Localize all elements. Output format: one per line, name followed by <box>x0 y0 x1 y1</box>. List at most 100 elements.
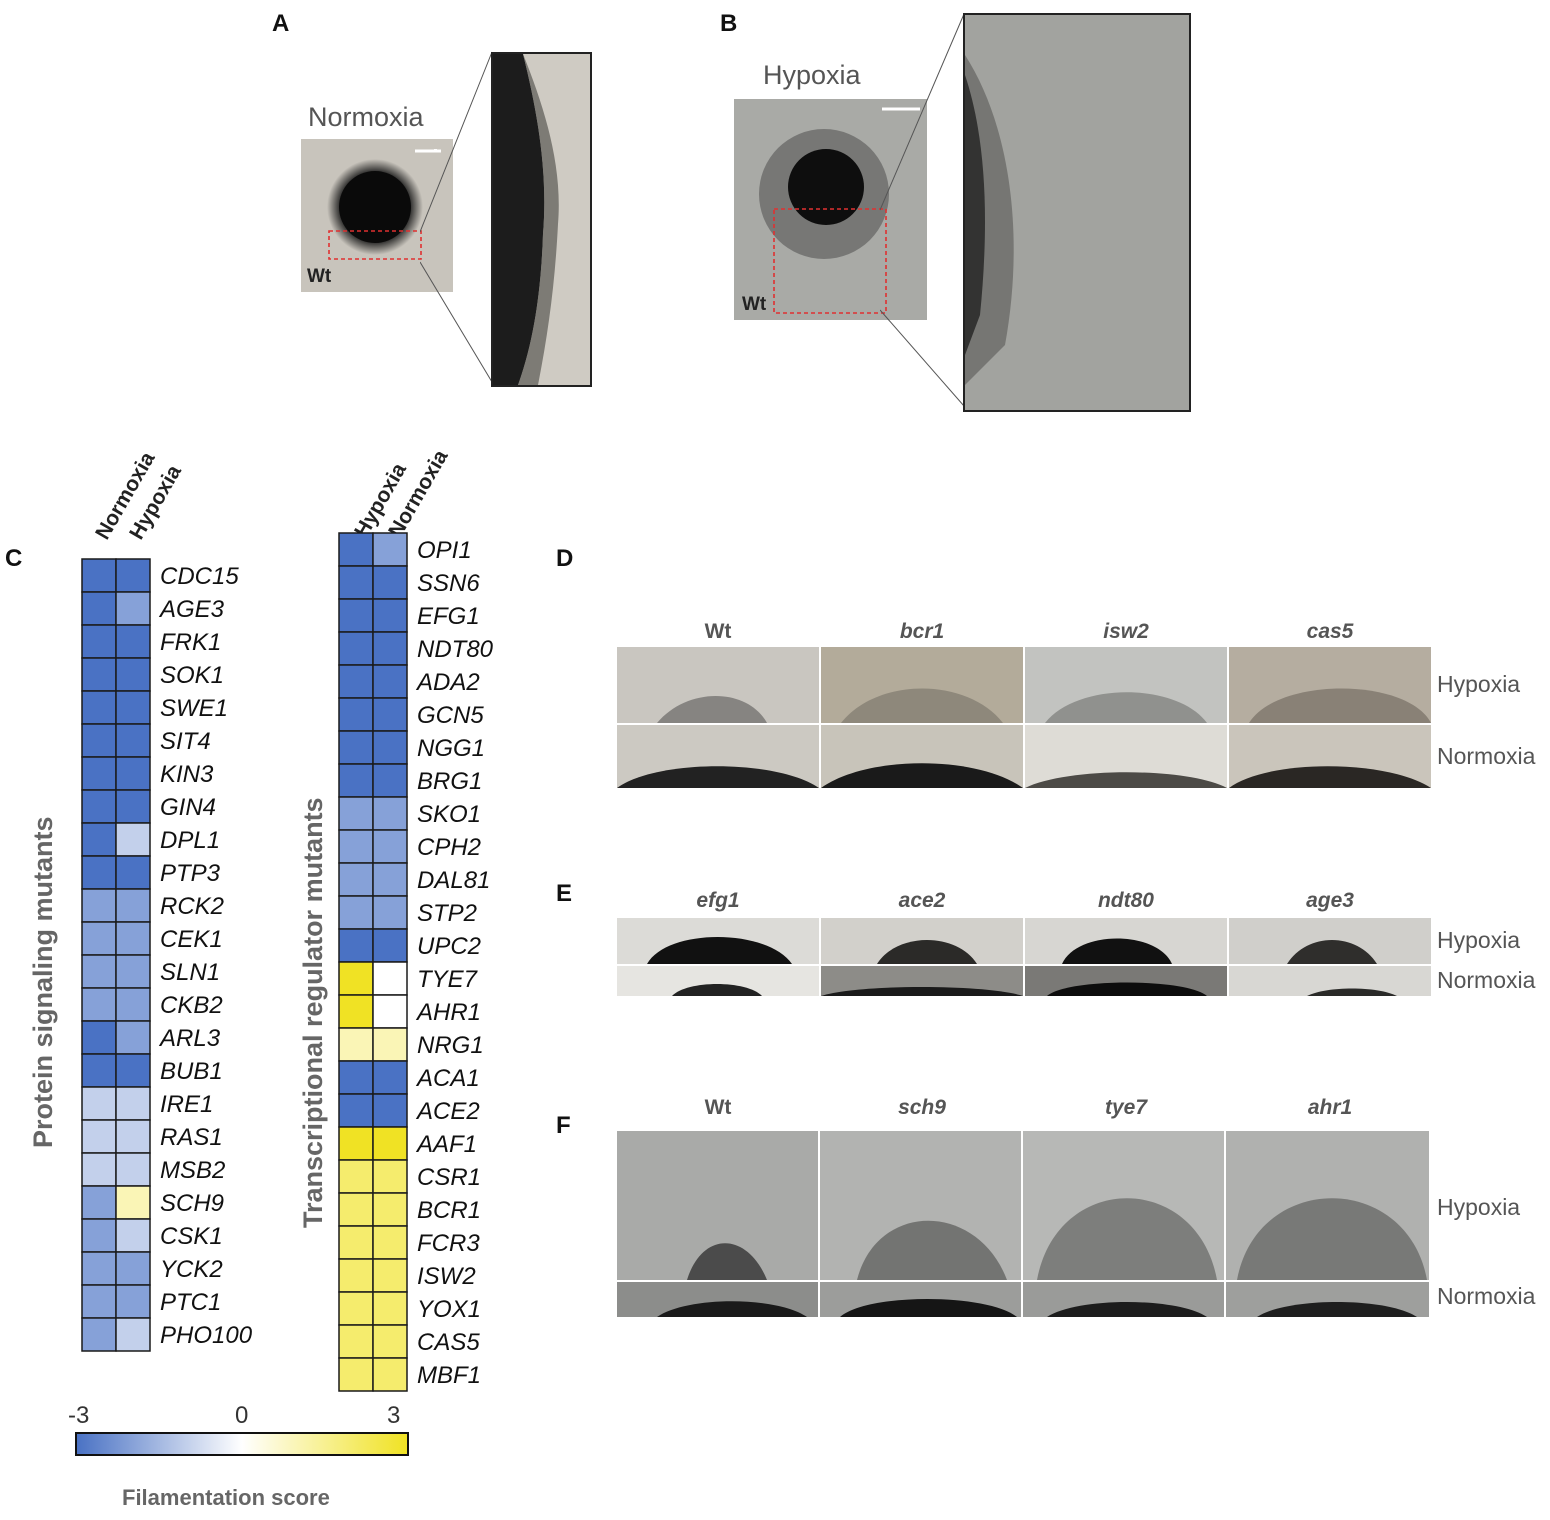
panel-d-title-0: Wt <box>704 620 732 643</box>
heatmap-cell-ptp3-normoxia <box>81 855 117 890</box>
colorbar <box>75 1432 409 1456</box>
gene-label-csr1: CSR1 <box>417 1163 482 1191</box>
gene-label-pho100: PHO100 <box>160 1321 253 1349</box>
heatmap-cell-sit4-hypoxia <box>115 723 151 758</box>
heatmap-cell-ada2-hypoxia <box>338 664 374 699</box>
heatmap-cell-dal81-hypoxia <box>338 862 374 897</box>
panel-e-title-1: ace2 <box>898 889 946 912</box>
heatmap-cell-mbf1-hypoxia <box>338 1357 374 1392</box>
gene-label-ssn6: SSN6 <box>417 569 480 597</box>
heatmap-cell-aca1-hypoxia <box>338 1060 374 1095</box>
gene-label-ace2: ACE2 <box>417 1097 480 1125</box>
heatmap-cell-sko1-hypoxia <box>338 796 374 831</box>
heatmap-cell-sko1-normoxia <box>372 796 408 831</box>
panel-b-colony-image <box>734 99 927 320</box>
heatmap-cell-isw2-hypoxia <box>338 1258 374 1293</box>
heatmap-cell-ngg1-normoxia <box>372 730 408 765</box>
gene-label-sko1: SKO1 <box>417 800 482 828</box>
heatmap-cell-kin3-hypoxia <box>115 756 151 791</box>
heatmap-cell-brg1-hypoxia <box>338 763 374 798</box>
heatmap-cell-opi1-normoxia <box>372 532 408 567</box>
heatmap-cell-arl3-hypoxia <box>115 1020 151 1055</box>
panel-a-colony-image <box>301 139 453 292</box>
gene-label-bub1: BUB1 <box>160 1057 223 1085</box>
panel-letter-c: C <box>5 545 23 572</box>
heatmap-cell-mbf1-normoxia <box>372 1357 408 1392</box>
heatmap-cell-aca1-normoxia <box>372 1060 408 1095</box>
heatmap-cell-stp2-hypoxia <box>338 895 374 930</box>
panel-a-zoom-lines <box>420 51 493 383</box>
panel-d-row-label-0: Hypoxia <box>1437 671 1521 697</box>
heatmap-cell-tye7-hypoxia <box>338 961 374 996</box>
gene-label-mbf1: MBF1 <box>417 1361 482 1389</box>
heatmap-cell-gcn5-normoxia <box>372 697 408 732</box>
gene-label-nrg1: NRG1 <box>417 1031 484 1059</box>
gene-label-ahr1: AHR1 <box>417 998 482 1026</box>
colorbar-tick-mid: 0 <box>235 1402 249 1429</box>
gene-label-csk1: CSK1 <box>160 1222 223 1250</box>
heatmap-cell-aaf1-hypoxia <box>338 1126 374 1161</box>
heatmap-cell-arl3-normoxia <box>81 1020 117 1055</box>
heatmap-cell-cdc15-normoxia <box>81 558 117 593</box>
heatmap-cell-fcr3-normoxia <box>372 1225 408 1260</box>
heatmap-cell-ahr1-normoxia <box>372 994 408 1029</box>
heatmap-cell-ace2-normoxia <box>372 1093 408 1128</box>
gene-label-gcn5: GCN5 <box>417 701 484 729</box>
panel-f-title-3: ahr1 <box>1307 1096 1353 1119</box>
heatmap-cell-frk1-hypoxia <box>115 624 151 659</box>
heatmap-cell-pho100-hypoxia <box>115 1317 151 1352</box>
hm2-ylabel: Transcriptional regulator mutants <box>298 797 328 1228</box>
heatmap-cell-ptc1-normoxia <box>81 1284 117 1319</box>
heatmap-cell-ssn6-normoxia <box>372 565 408 600</box>
gene-label-arl3: ARL3 <box>160 1024 221 1052</box>
heatmap-cell-msb2-hypoxia <box>115 1152 151 1187</box>
heatmap-cell-kin3-normoxia <box>81 756 117 791</box>
heatmap-cell-ckb2-hypoxia <box>115 987 151 1022</box>
gene-label-cph2: CPH2 <box>417 833 482 861</box>
gene-label-rck2: RCK2 <box>160 892 225 920</box>
panel-e-row-label-1: Normoxia <box>1437 967 1536 993</box>
heatmap-cell-sit4-normoxia <box>81 723 117 758</box>
panel-f-row-label-0: Hypoxia <box>1437 1194 1521 1220</box>
panel-d-image-grid <box>617 647 1431 788</box>
heatmap-cell-sch9-hypoxia <box>115 1185 151 1220</box>
heatmap-cell-efg1-normoxia <box>372 598 408 633</box>
heatmap-cell-cas5-normoxia <box>372 1324 408 1359</box>
gene-label-efg1: EFG1 <box>417 602 480 630</box>
heatmap-cell-rck2-hypoxia <box>115 888 151 923</box>
gene-label-ire1: IRE1 <box>160 1090 214 1118</box>
heatmap-cell-sln1-hypoxia <box>115 954 151 989</box>
heatmap-cell-sok1-normoxia <box>81 657 117 692</box>
panel-f-row-label-1: Normoxia <box>1437 1283 1536 1309</box>
gene-label-cek1: CEK1 <box>160 925 223 953</box>
heatmap-cell-brg1-normoxia <box>372 763 408 798</box>
panel-b-zoom-lines <box>880 13 965 407</box>
gene-label-sch9: SCH9 <box>160 1189 225 1217</box>
panel-d-title-2: isw2 <box>1103 620 1149 643</box>
gene-label-sln1: SLN1 <box>160 958 221 986</box>
heatmap-cell-opi1-hypoxia <box>338 532 374 567</box>
panel-d-row-label-1: Normoxia <box>1437 743 1536 769</box>
gene-label-ada2: ADA2 <box>417 668 480 696</box>
hm1-ylabel: Protein signaling mutants <box>28 816 58 1148</box>
heatmap-cell-swe1-normoxia <box>81 690 117 725</box>
gene-label-sit4: SIT4 <box>160 727 211 755</box>
heatmap-cell-stp2-normoxia <box>372 895 408 930</box>
heatmap-cell-csk1-hypoxia <box>115 1218 151 1253</box>
gene-label-msb2: MSB2 <box>160 1156 226 1184</box>
gene-label-tye7: TYE7 <box>417 965 478 993</box>
heatmap-cell-age3-hypoxia <box>115 591 151 626</box>
heatmap-cell-efg1-hypoxia <box>338 598 374 633</box>
gene-label-brg1: BRG1 <box>417 767 483 795</box>
heatmap-cell-yox1-normoxia <box>372 1291 408 1326</box>
heatmap-cell-pho100-normoxia <box>81 1317 117 1352</box>
heatmap-cell-csr1-normoxia <box>372 1159 408 1194</box>
heatmap-cell-cek1-normoxia <box>81 921 117 956</box>
heatmap-cell-ire1-hypoxia <box>115 1086 151 1121</box>
heatmap-cell-yck2-normoxia <box>81 1251 117 1286</box>
heatmap-cell-bub1-hypoxia <box>115 1053 151 1088</box>
gene-label-aca1: ACA1 <box>417 1064 480 1092</box>
gene-label-bcr1: BCR1 <box>417 1196 482 1224</box>
panel-f-image-grid <box>617 1131 1429 1317</box>
heatmap-cell-swe1-hypoxia <box>115 690 151 725</box>
